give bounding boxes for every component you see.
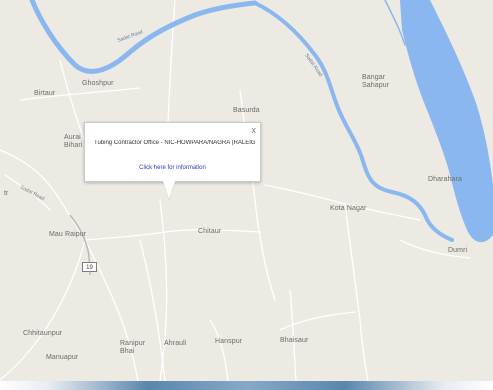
- place-chhitaunpur: Chhitaunpur: [23, 330, 63, 337]
- river-east: [253, 1, 454, 242]
- place-mau-raipur: Mau Raipur: [49, 231, 87, 238]
- place-hanspur: Hanspur: [215, 338, 243, 345]
- road: [167, 0, 176, 123]
- place-aurai-bihari: Aurai Bihari: [64, 134, 83, 149]
- place-bhaisaur: Bhaisaur: [280, 337, 309, 344]
- road: [399, 239, 471, 259]
- place-basurda: Basurda: [233, 107, 260, 114]
- road: [279, 311, 356, 331]
- creek: [384, 0, 406, 46]
- place-kota-nagar: Kota Nagar: [330, 205, 367, 212]
- place-ranipur-bhai: Ranipur Bhai: [120, 340, 146, 355]
- place-dharahara: Dharahara: [428, 176, 462, 183]
- close-icon[interactable]: x: [251, 125, 257, 135]
- road: [0, 149, 86, 241]
- road: [289, 289, 297, 382]
- road: [4, 174, 51, 211]
- info-window[interactable]: x Tubing Contractor Office - NIC-HOWPARA…: [84, 122, 261, 182]
- lake: [400, 0, 493, 243]
- rivers: [29, 0, 454, 242]
- river-north: [29, 0, 258, 74]
- place-manuapur: Manuapur: [46, 354, 79, 361]
- place-west-edge: tr: [4, 190, 9, 197]
- info-window-title: Tubing Contractor Office - NIC-HOWPARA/N…: [94, 140, 256, 146]
- place-bangar-sahapur: Bangar Sahapur: [362, 74, 390, 89]
- place-ghoshpur: Ghoshpur: [82, 80, 114, 87]
- place-ahrauli: Ahrauli: [164, 340, 187, 347]
- info-link[interactable]: Click here for information: [139, 165, 206, 171]
- road: [139, 239, 166, 382]
- place-dumri: Dumri: [448, 247, 468, 254]
- bottom-bar: [0, 381, 493, 390]
- road: [209, 319, 229, 382]
- highway-shield: 19: [82, 262, 97, 272]
- road: [84, 229, 261, 241]
- road: [344, 203, 369, 382]
- place-birtaur: Birtaur: [34, 90, 56, 97]
- place-chitaur: Chitaur: [198, 228, 222, 235]
- road: [19, 87, 141, 101]
- info-window-pointer: [163, 181, 175, 199]
- road: [0, 239, 86, 381]
